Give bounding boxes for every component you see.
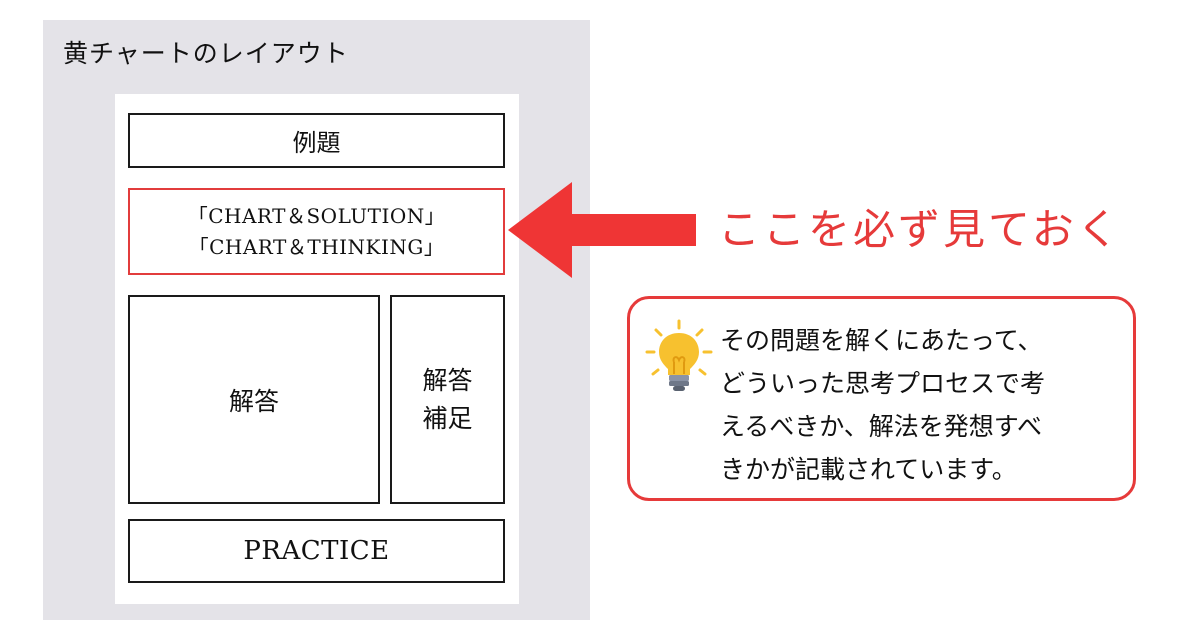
example-label: 例題 (292, 129, 341, 157)
answer-label: 解答 (228, 386, 279, 416)
callout-heading: ここを必ず見ておく (718, 205, 1122, 254)
note-line: きかが記載されています。 (720, 455, 1017, 484)
page-diagram: 例題 「CHART＆SOLUTION」 「CHART＆THINKING」 解答 … (115, 94, 519, 604)
layout-panel: 黄チャートのレイアウト 例題 「CHART＆SOLUTION」 「CHART＆T… (43, 20, 590, 620)
chart-solution-label: 「CHART＆SOLUTION」 (187, 203, 446, 228)
chart-box: 「CHART＆SOLUTION」 「CHART＆THINKING」 (128, 188, 505, 275)
note-text: その問題を解くにあたって、 どういった思考プロセスで考 えるべきか、解法を発想す… (720, 319, 1120, 491)
supplement-box: 解答 補足 (390, 295, 505, 504)
note-line: その問題を解くにあたって、 (720, 326, 1043, 355)
example-box: 例題 (128, 113, 505, 168)
pointer-arrow-icon (508, 182, 696, 278)
note-box: その問題を解くにあたって、 どういった思考プロセスで考 えるべきか、解法を発想す… (627, 296, 1136, 501)
practice-box: PRACTICE (128, 519, 505, 583)
lightbulb-icon (645, 319, 713, 391)
practice-label: PRACTICE (243, 536, 390, 566)
supplement-label-1: 解答 (422, 365, 473, 395)
note-line: どういった思考プロセスで考 (720, 369, 1046, 398)
panel-title: 黄チャートのレイアウト (63, 39, 349, 68)
note-line: えるべきか、解法を発想すべ (720, 412, 1043, 441)
answer-box: 解答 (128, 295, 380, 504)
chart-thinking-label: 「CHART＆THINKING」 (188, 234, 445, 259)
supplement-label-2: 補足 (422, 403, 473, 433)
